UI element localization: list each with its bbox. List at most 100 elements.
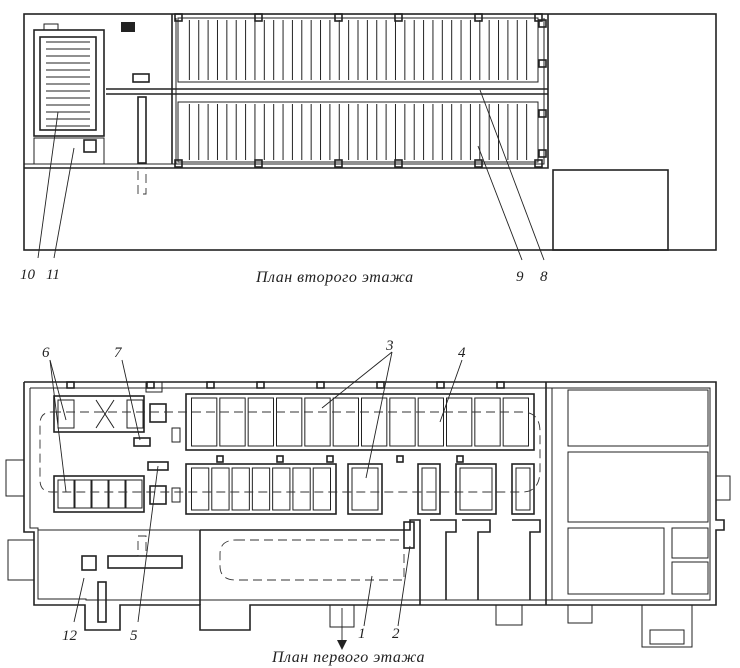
left-lower-entrance	[7, 539, 35, 581]
pen	[251, 467, 271, 511]
entrance-arrow-head	[337, 640, 347, 650]
hatch	[132, 73, 150, 83]
pen	[91, 479, 109, 509]
top-row-pens	[191, 397, 529, 447]
pen	[57, 479, 75, 509]
column	[456, 455, 464, 463]
first-floor-outer-wall	[23, 381, 725, 631]
leader-1	[363, 575, 373, 627]
column	[394, 13, 403, 22]
bottom-stall-block	[185, 463, 337, 515]
column	[334, 13, 343, 22]
callout-8: 8	[540, 269, 548, 285]
upper-stall-dividers	[188, 20, 528, 160]
pen	[272, 467, 291, 511]
second-floor-caption: План второго этажа	[255, 269, 414, 286]
callout-3: 3	[385, 338, 394, 354]
leader-2	[397, 545, 411, 627]
callout-10: 10	[20, 267, 36, 283]
stair-treads	[46, 41, 90, 127]
top-stall-block	[185, 393, 535, 451]
manure-loop	[219, 539, 405, 581]
pen	[502, 397, 529, 447]
window-mark	[43, 23, 59, 31]
pen	[389, 397, 416, 447]
first-floor-plan	[5, 351, 731, 650]
overhead-rail-loop	[39, 411, 541, 493]
cross-2	[95, 399, 115, 429]
leader-8	[479, 89, 545, 261]
staircase	[39, 36, 97, 131]
first-floor-caption: План первого этажа	[271, 649, 425, 666]
pen	[211, 467, 230, 511]
column	[376, 381, 385, 389]
staircase-enclosure	[33, 29, 105, 137]
column	[254, 13, 263, 22]
pen	[125, 479, 143, 509]
column	[206, 381, 215, 389]
second-floor-inner-wall	[24, 14, 549, 169]
column	[276, 455, 284, 463]
second-floor-inner-wall-thin	[24, 18, 545, 165]
item-5-box	[147, 461, 169, 471]
right-room-5	[671, 561, 709, 595]
pen	[191, 397, 218, 447]
column	[534, 159, 543, 168]
leader-3a	[321, 351, 393, 409]
annex-room	[552, 169, 669, 251]
first-floor-inner-outline	[29, 387, 711, 601]
callout-5: 5	[130, 628, 138, 644]
vent-block	[121, 22, 135, 32]
leader-11	[53, 147, 75, 259]
leader-9	[477, 145, 523, 261]
feed-box-2	[149, 485, 167, 505]
callout-7: 7	[114, 345, 123, 361]
pen	[446, 397, 473, 447]
callout-1: 1	[358, 626, 366, 642]
right-room-1	[567, 389, 709, 447]
feed-shaft-below	[137, 167, 147, 195]
stove	[81, 555, 97, 571]
isolated-pen-1	[347, 463, 383, 515]
left-stalls-upper	[53, 395, 145, 433]
feed-box-1	[149, 403, 167, 423]
right-side-door	[715, 475, 731, 501]
column	[436, 381, 445, 389]
left-pens	[57, 399, 144, 509]
left-entrance	[5, 459, 25, 497]
leader-7	[121, 359, 141, 441]
callout-9: 9	[516, 269, 524, 285]
pen	[57, 399, 75, 429]
callout-12: 12	[62, 628, 78, 644]
pen	[247, 397, 275, 447]
isolated-pen-2-inner	[421, 467, 437, 511]
partition-a	[430, 519, 457, 600]
leader-5	[137, 465, 159, 623]
isolated-pen-1-inner	[351, 467, 379, 511]
stair-lobby	[33, 137, 105, 165]
pen	[276, 397, 303, 447]
item-7-box	[133, 437, 151, 447]
column	[174, 159, 183, 168]
pen	[231, 467, 250, 511]
leader-6b	[49, 359, 67, 493]
partition-c	[512, 519, 541, 600]
leader-6a	[49, 359, 67, 421]
left-stalls-lower	[53, 475, 145, 513]
stall-row-upper-2	[177, 101, 539, 163]
column	[474, 159, 483, 168]
callout-11: 11	[46, 267, 60, 283]
isolated-pen-2	[417, 463, 441, 515]
right-porch-steps	[649, 629, 685, 645]
callout-2: 2	[392, 626, 400, 642]
leader-12	[73, 577, 85, 623]
column	[66, 381, 75, 389]
isolated-pen-3-inner	[459, 467, 493, 511]
shaft-above	[137, 535, 147, 557]
column	[394, 159, 403, 168]
pen	[74, 479, 92, 509]
pen	[417, 397, 444, 447]
column	[474, 13, 483, 22]
callout-4: 4	[458, 345, 466, 361]
